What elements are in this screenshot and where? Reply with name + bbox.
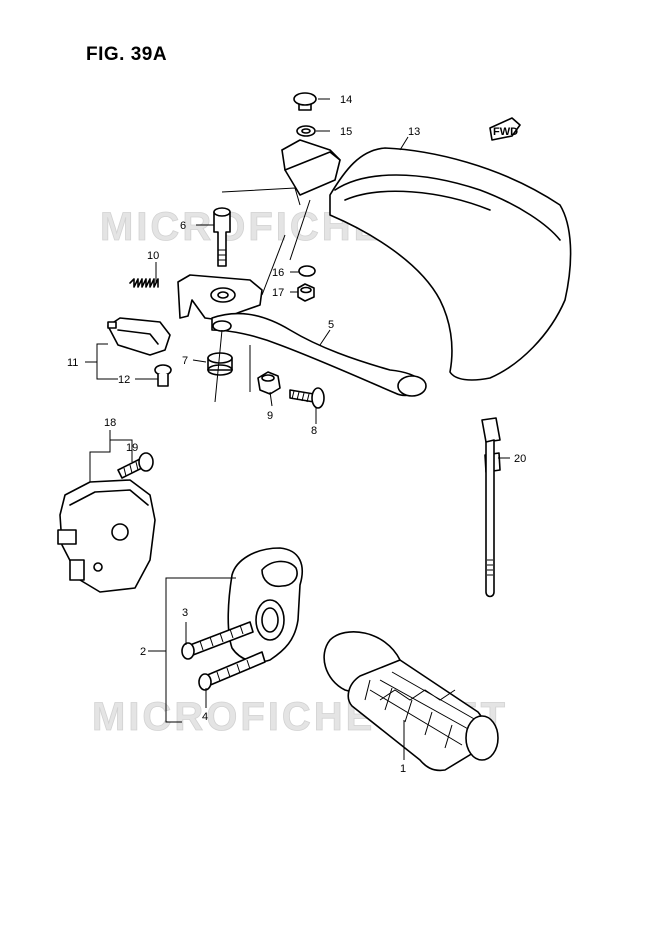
callout-2: 2 <box>140 646 146 658</box>
cable-band-20-part <box>481 417 501 598</box>
callout-8: 8 <box>311 425 317 437</box>
callout-5: 5 <box>328 319 334 331</box>
handle-grip-1-part <box>323 631 499 772</box>
callout-12: 12 <box>118 374 130 386</box>
callout-labels: 14 15 13 6 10 16 17 5 11 7 12 9 8 18 19 … <box>67 94 526 775</box>
spring-10-part <box>129 278 159 288</box>
clutch-lever-5-part <box>177 274 427 397</box>
switch-housing-18-part <box>57 479 156 593</box>
callout-4: 4 <box>202 711 208 723</box>
nut-9-part <box>257 371 281 395</box>
leader-lines <box>85 98 510 760</box>
callout-19: 19 <box>126 442 138 454</box>
fwd-arrow-tag: FWD <box>489 117 521 141</box>
callout-17: 17 <box>272 287 284 299</box>
callout-7: 7 <box>182 355 188 367</box>
hand-guard-part <box>281 139 572 381</box>
figure-title: FIG. 39A <box>86 44 168 65</box>
screw-4-part <box>198 651 266 691</box>
callout-20: 20 <box>514 453 526 465</box>
washer-15-part <box>296 125 316 137</box>
callout-13: 13 <box>408 126 420 138</box>
callout-15: 15 <box>340 126 352 138</box>
bolt-8-part <box>289 387 325 409</box>
screw-12-part <box>154 364 172 387</box>
callout-9: 9 <box>267 410 273 422</box>
callout-16: 16 <box>272 267 284 279</box>
callout-3: 3 <box>182 607 188 619</box>
lever-switch-11-part <box>107 317 171 356</box>
screw-14-part <box>293 92 317 111</box>
callout-18: 18 <box>104 417 116 429</box>
callout-1: 1 <box>400 763 406 775</box>
fwd-label: FWD <box>493 126 518 138</box>
callout-6: 6 <box>180 220 186 232</box>
nut-17-part <box>297 283 315 302</box>
callout-10: 10 <box>147 250 159 262</box>
collar-16-part <box>298 265 316 277</box>
screw-19-part <box>117 452 154 479</box>
collar-7-part <box>207 352 233 376</box>
callout-11: 11 <box>67 357 78 369</box>
callout-14: 14 <box>340 94 352 106</box>
throttle-housing-2-part <box>227 547 304 663</box>
screw-3-part <box>181 621 254 660</box>
pivot-bolt-6-part <box>213 207 231 267</box>
